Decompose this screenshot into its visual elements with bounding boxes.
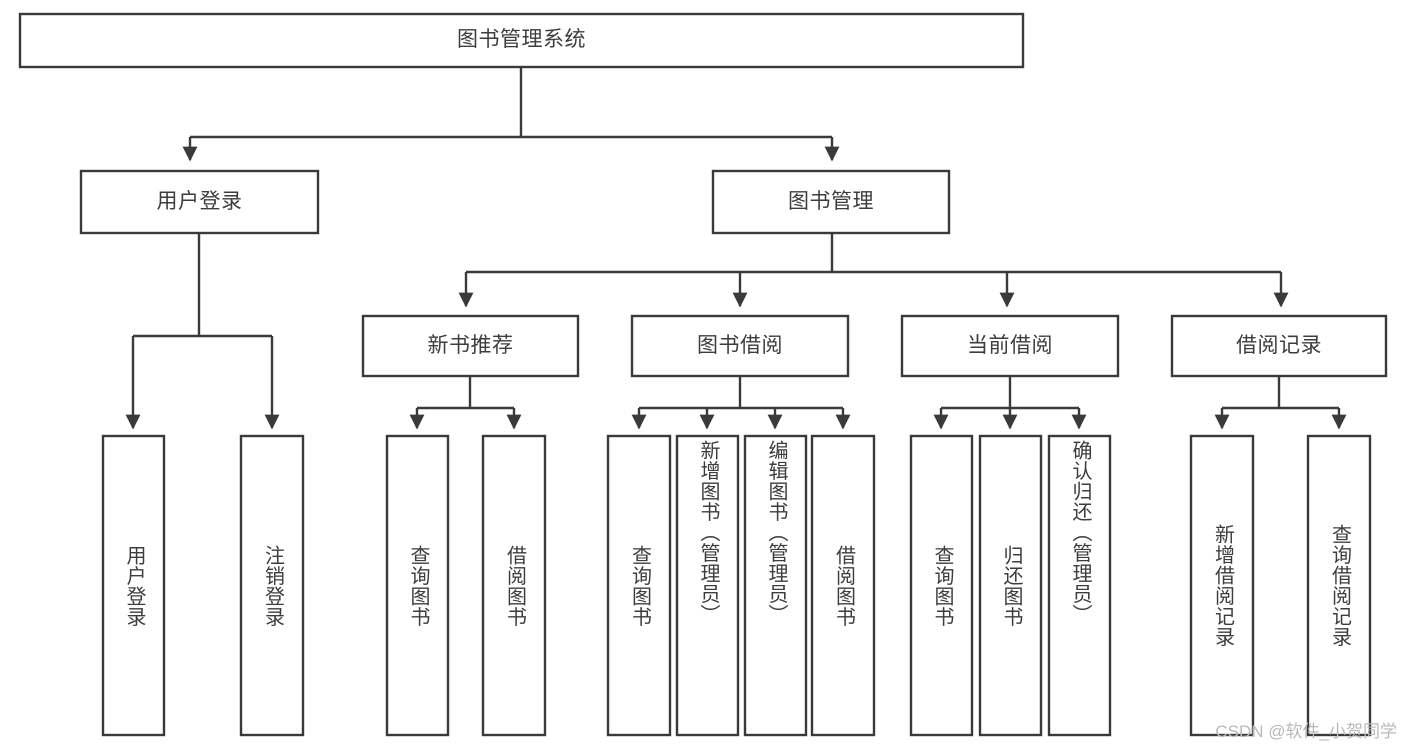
- connector-currentborrow-to-leaves: [933, 376, 1087, 430]
- connector-root-to-level2: [182, 67, 840, 162]
- leaf-box-current-borrow-1[interactable]: [978, 434, 1043, 737]
- leaf-label-new-book-0: 查询图书: [407, 544, 429, 627]
- connector-userlogin-to-leaves: [125, 233, 280, 430]
- csdn-watermark: CSDN @软件_小贺同学: [1215, 722, 1397, 741]
- leaf-label-book-borrow-3: 借阅图书: [832, 544, 855, 627]
- leaf-box-book-borrow-1[interactable]: [675, 434, 740, 737]
- leaf-label-book-borrow-0: 查询图书: [628, 544, 651, 627]
- node-label-book-management: 图书管理: [788, 189, 874, 213]
- leaf-label-borrow-record-0: 新增借阅记录: [1211, 524, 1234, 647]
- node-book-management[interactable]: [711, 169, 951, 235]
- leaf-label-book-borrow-1: 新增图书（管理员）: [697, 440, 719, 625]
- leaf-box-new-book-0[interactable]: [385, 434, 450, 737]
- leaf-box-book-borrow-2[interactable]: [743, 434, 808, 737]
- node-user-login[interactable]: [79, 169, 320, 235]
- leaf-box-book-borrow-3[interactable]: [810, 434, 876, 737]
- connector-bookmgmt-to-level3: [458, 233, 1289, 308]
- node-label-borrow-record: 借阅记录: [1236, 333, 1322, 357]
- connector-bookborrow-to-leaves: [631, 376, 851, 430]
- leaf-label-book-borrow-2: 编辑图书（管理员）: [765, 440, 787, 625]
- leaf-box-borrow-record-1[interactable]: [1306, 434, 1372, 737]
- leaf-label-current-borrow-0: 查询图书: [931, 544, 953, 627]
- connector-newbook-to-leaves: [409, 376, 522, 430]
- node-current-borrow[interactable]: [900, 314, 1120, 378]
- node-root-book-management-system[interactable]: [18, 12, 1025, 69]
- connector-borrowrecord-to-leaves: [1214, 376, 1347, 430]
- leaf-box-new-book-1[interactable]: [481, 434, 547, 737]
- leaf-box-book-borrow-0[interactable]: [606, 434, 672, 737]
- leaf-box-current-borrow-0[interactable]: [909, 434, 974, 737]
- leaf-label-new-book-1: 借阅图书: [503, 544, 526, 627]
- leaf-box-current-borrow-2[interactable]: [1047, 434, 1112, 737]
- leaf-label-user-login-0: 用户登录: [123, 544, 145, 627]
- node-label-book-borrow: 图书借阅: [697, 333, 783, 357]
- node-borrow-record[interactable]: [1170, 314, 1388, 378]
- node-label-user-login: 用户登录: [156, 189, 243, 213]
- leaf-label-current-borrow-2: 确认归还（管理员）: [1069, 440, 1091, 625]
- leaf-label-borrow-record-1: 查询借阅记录: [1328, 524, 1351, 647]
- leaf-box-user-login-1[interactable]: [239, 434, 305, 737]
- leaf-label-current-borrow-1: 归还图书: [1000, 544, 1022, 627]
- leaf-box-borrow-record-0[interactable]: [1189, 434, 1255, 737]
- leaf-label-user-login-1: 注销登录: [261, 544, 284, 627]
- leaf-box-user-login-0[interactable]: [101, 434, 166, 737]
- node-book-borrow[interactable]: [630, 314, 850, 378]
- node-label-root: 图书管理系统: [457, 28, 586, 52]
- node-label-current-borrow: 当前借阅: [967, 333, 1053, 357]
- node-label-new-book-recommend: 新书推荐: [427, 333, 514, 357]
- node-new-book-recommend[interactable]: [361, 314, 580, 378]
